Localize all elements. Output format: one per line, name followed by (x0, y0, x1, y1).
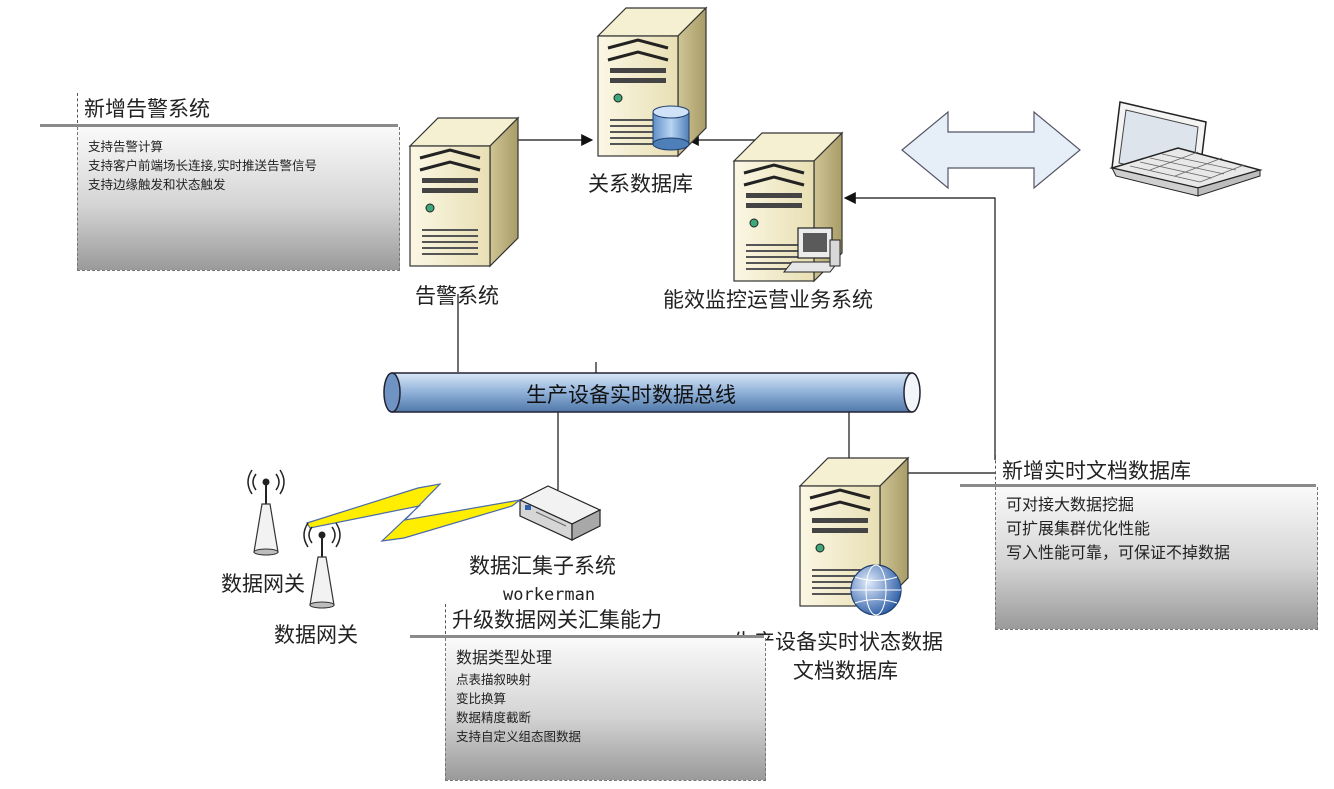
list-item: 点表描叙映射 (456, 672, 532, 687)
aggregator-label: 数据汇集子系统 (469, 554, 616, 578)
bidirectional-arrow-icon (901, 110, 1081, 190)
list-item: 可对接大数据挖掘 (1006, 495, 1135, 514)
aggregator-sublabel: workerman (503, 585, 596, 605)
document-db-label-line1: 生产设备实时状态数据 (733, 630, 943, 654)
gateway-callout-list: 数据类型处理 点表描叙映射 变比换算 数据精度截断 支持自定义组态图数据 (456, 646, 581, 746)
document-db-callout-list: 可对接大数据挖掘 可扩展集群优化性能 写入性能可靠，可保证不掉数据 (1006, 493, 1230, 565)
gateway-callout-rule (410, 635, 764, 638)
alarm-callout-rule (40, 124, 398, 127)
wireless-link-icon (306, 483, 521, 542)
gateway-callout-box: 数据类型处理 点表描叙映射 变比换算 数据精度截断 支持自定义组态图数据 (445, 638, 766, 781)
gateway-antenna-icon-2 (303, 522, 341, 609)
list-item: 变比换算 (456, 691, 507, 706)
alarm-callout-title: 新增告警系统 (77, 93, 210, 123)
document-db-callout-box: 可对接大数据挖掘 可扩展集群优化性能 写入性能可靠，可保证不掉数据 (995, 487, 1318, 630)
list-item: 数据精度截断 (456, 710, 532, 725)
gateway-label-1: 数据网关 (221, 572, 305, 596)
energy-system-label: 能效监控运营业务系统 (663, 288, 873, 312)
globe-icon (850, 564, 902, 616)
relational-db-server-icon (596, 6, 708, 158)
list-item: 支持自定义组态图数据 (456, 729, 582, 744)
list-item: 数据类型处理 (456, 648, 553, 667)
document-db-label-line2: 文档数据库 (793, 659, 898, 683)
list-item: 可扩展集群优化性能 (1006, 519, 1151, 538)
workstation-icon (782, 227, 841, 273)
docdb-to-energy-arrow (843, 192, 996, 460)
list-item: 支持边缘触发和状态触发 (88, 177, 226, 192)
document-db-callout-title: 新增实时文档数据库 (995, 455, 1191, 485)
alarm-callout-list: 支持告警计算 支持客户前端场长连接,实时推送告警信号 支持边缘触发和状态触发 (88, 137, 317, 194)
list-item: 支持客户前端场长连接,实时推送告警信号 (88, 158, 317, 173)
gateway-label-2: 数据网关 (274, 623, 358, 647)
laptop-icon (1109, 101, 1263, 197)
document-db-callout-rule (960, 484, 1316, 487)
aggregator-device-icon (518, 485, 602, 541)
list-item: 支持告警计算 (88, 139, 164, 154)
list-item: 写入性能可靠，可保证不掉数据 (1006, 543, 1231, 562)
data-bus-label: 生产设备实时数据总线 (526, 383, 736, 407)
relational-db-label: 关系数据库 (588, 172, 693, 196)
database-cylinder-icon (652, 105, 690, 151)
gateway-callout-title: 升级数据网关汇集能力 (445, 604, 662, 634)
connector-lines (457, 134, 996, 490)
gateway-antenna-icon-1 (247, 469, 285, 556)
energy-server-icon (732, 131, 844, 283)
alarm-server-icon (408, 116, 520, 268)
alarm-callout-box: 支持告警计算 支持客户前端场长连接,实时推送告警信号 支持边缘触发和状态触发 (77, 127, 400, 271)
data-bus (383, 372, 921, 413)
alarm-system-label: 告警系统 (415, 284, 499, 308)
